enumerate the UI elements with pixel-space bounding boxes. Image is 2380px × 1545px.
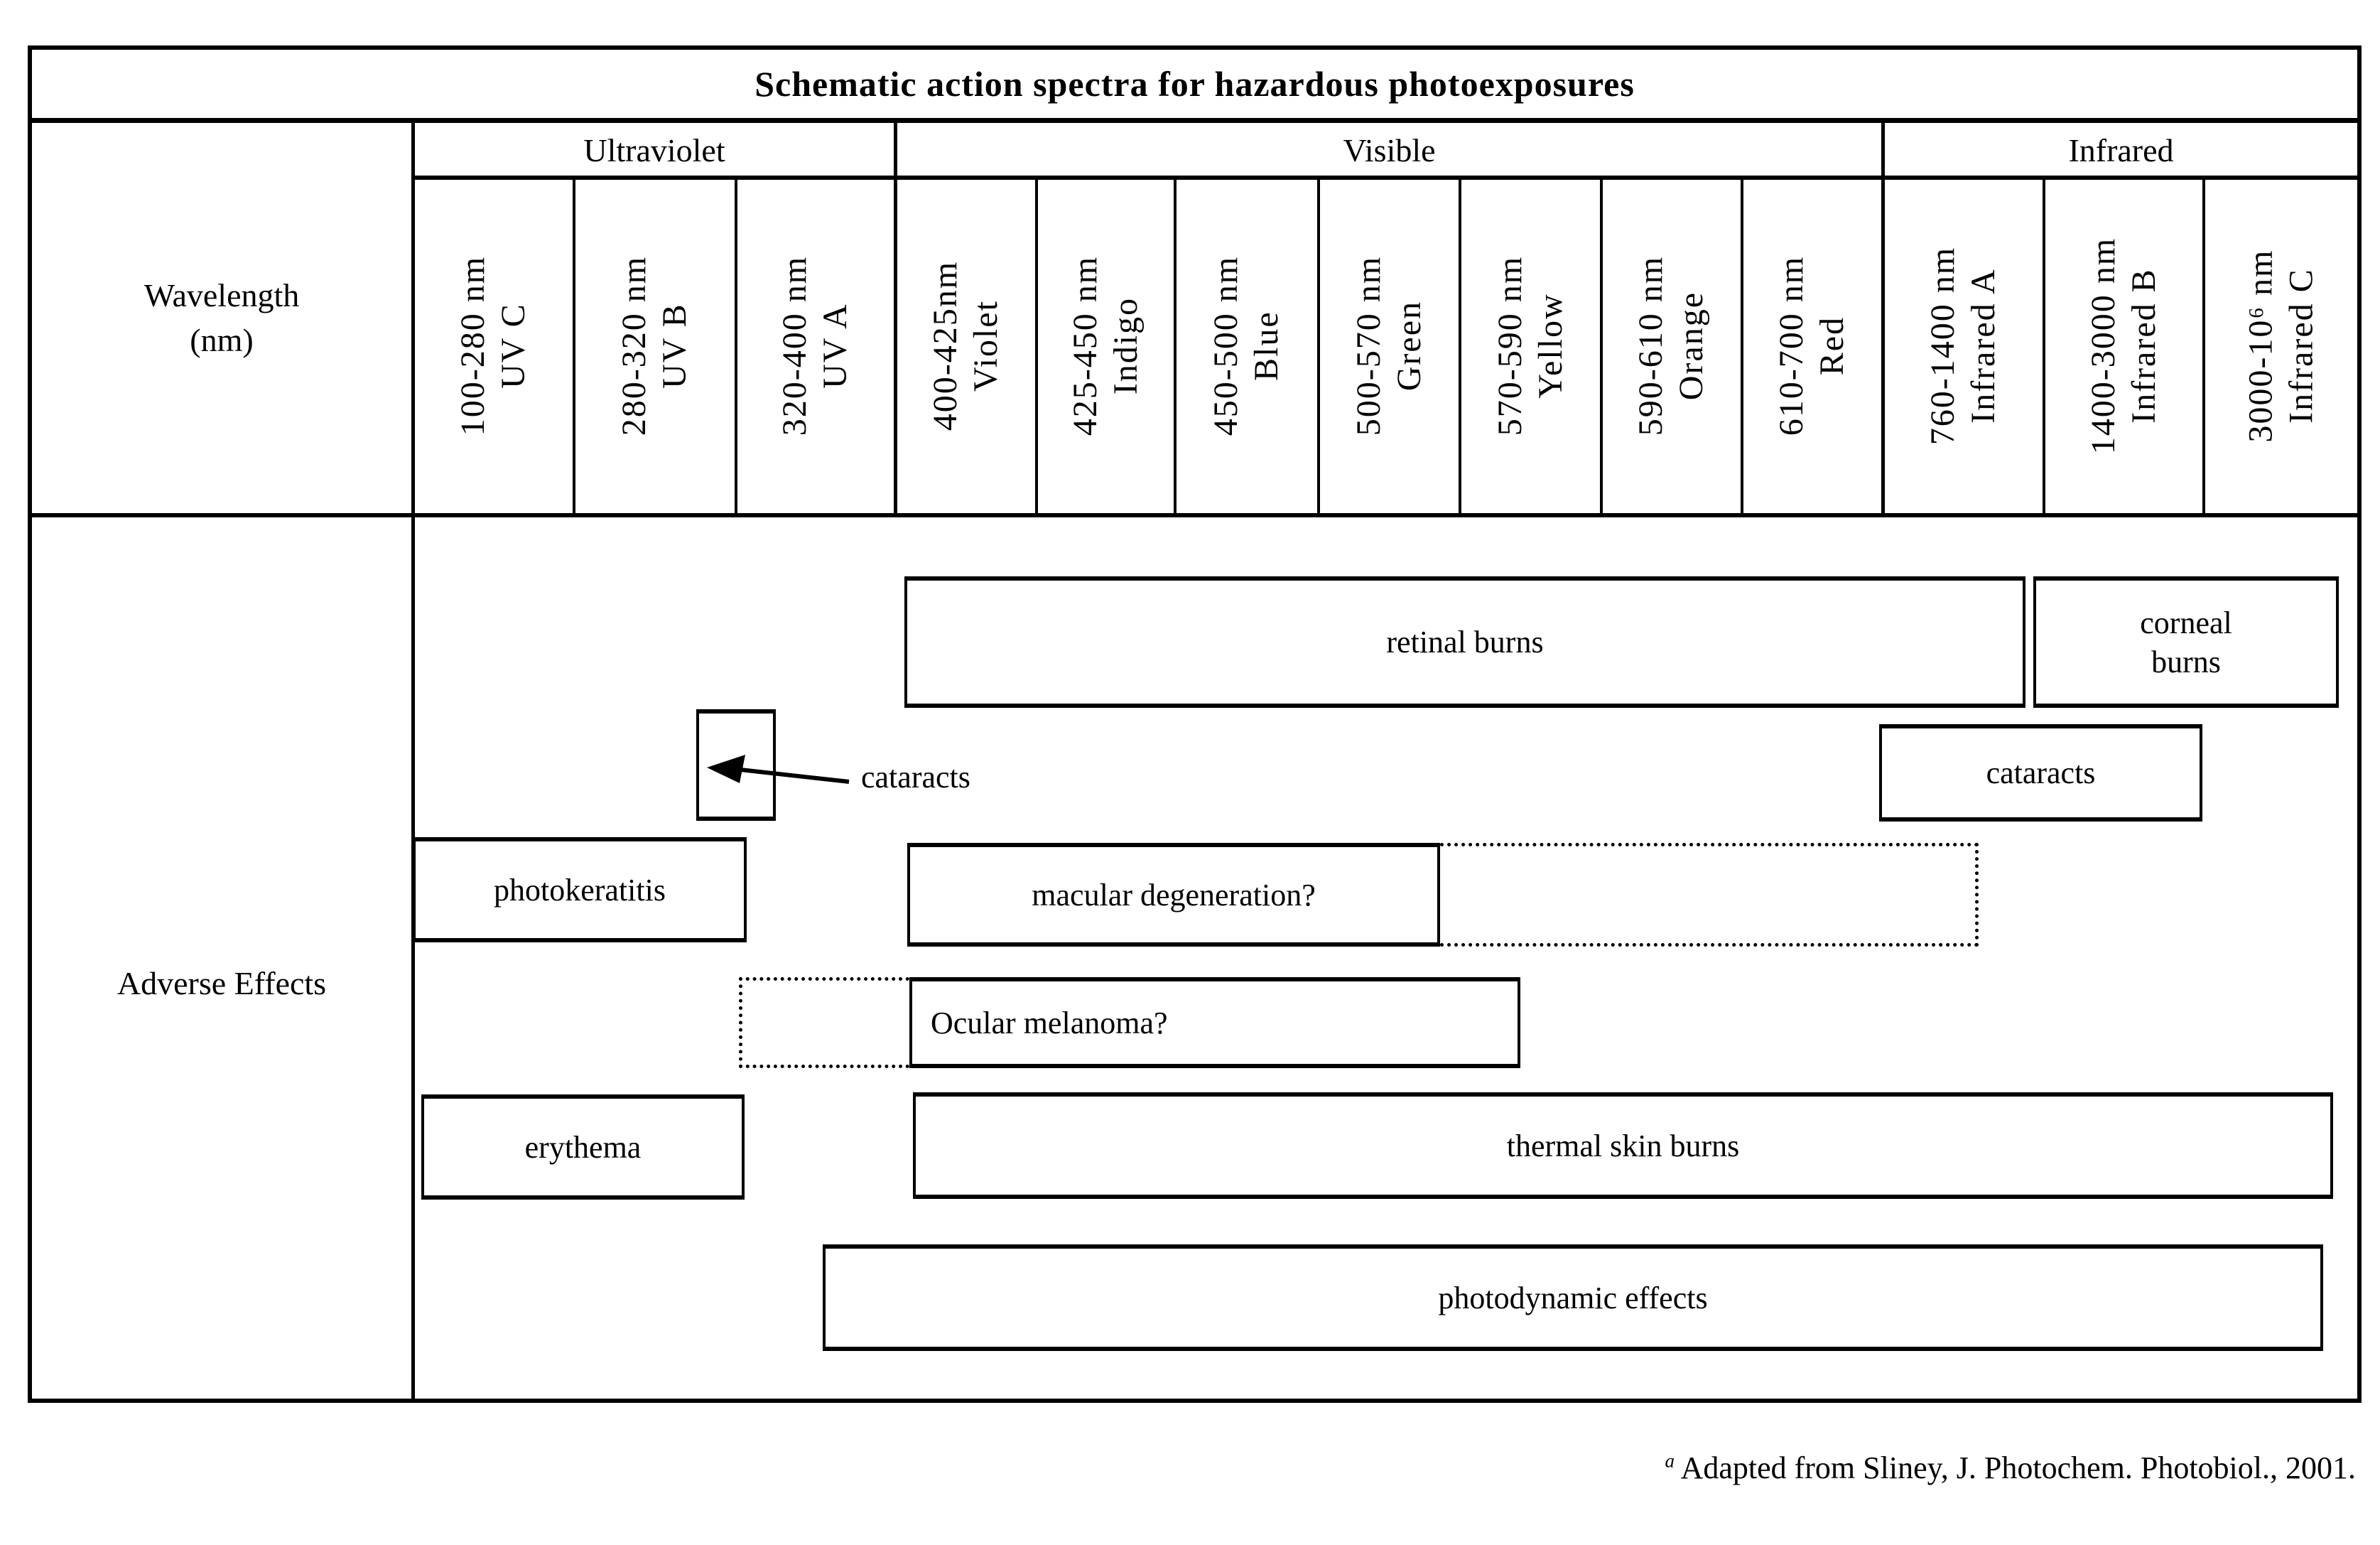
wavelength-label-line1: Wavelength — [144, 277, 300, 314]
column-divider — [1174, 176, 1177, 517]
table-border-left — [28, 45, 32, 1403]
category-row-divider — [411, 176, 2362, 180]
effect-box-photodynamic-effects: photodynamic effects — [823, 1244, 2323, 1351]
band-range: 400-425nm — [926, 261, 965, 431]
column-divider — [1459, 176, 1461, 517]
effect-box-photokeratitis: photokeratitis — [413, 837, 747, 942]
header-column-divider — [411, 118, 415, 1399]
visible-infrared-divider — [1881, 118, 1885, 517]
table-border-top — [28, 45, 2362, 50]
band-name: Indigo — [1106, 297, 1145, 395]
band-name: Infrared B — [2124, 268, 2163, 424]
band-name: Red — [1813, 316, 1851, 376]
effect-box-corneal-burns: corneal burns — [2033, 576, 2339, 708]
column-divider — [2202, 176, 2205, 517]
column-divider — [1035, 176, 1038, 517]
band-range: 570-590 nm — [1491, 256, 1529, 436]
cataracts-arrow-icon — [707, 755, 850, 784]
band-name: Yellow — [1531, 293, 1569, 399]
title-row-divider — [28, 118, 2362, 123]
band-range: 280-320 nm — [615, 256, 654, 436]
effect-box-erythema: erythema — [421, 1094, 745, 1200]
band-range: 450-500 nm — [1207, 256, 1245, 436]
section-header-ultraviolet: Ultraviolet — [583, 131, 725, 168]
band-range: 590-610 nm — [1632, 256, 1670, 436]
section-header-visible: Visible — [1343, 131, 1436, 168]
band-name: UV C — [494, 303, 533, 389]
band-range: 425-450 nm — [1066, 256, 1104, 436]
band-range: 760-1400 nm — [1924, 247, 1962, 446]
band-name: Infrared A — [1964, 268, 2003, 424]
band-range: 500-570 nm — [1349, 256, 1388, 436]
band-name: UV B — [656, 303, 694, 389]
column-divider — [1741, 176, 1743, 517]
effect-box-ocular-melanoma: Ocular melanoma? — [909, 977, 1520, 1068]
column-divider — [2043, 176, 2045, 517]
column-divider — [1600, 176, 1603, 517]
band-name: Green — [1390, 301, 1428, 392]
citation-footnote: a Adapted from Sliney, J. Photochem. Pho… — [1665, 1450, 2357, 1486]
column-divider — [573, 176, 575, 517]
row-header-wavelength: Wavelength (nm) — [32, 123, 411, 513]
band-range: 320-400 nm — [776, 256, 814, 436]
band-name: Infrared C — [2282, 268, 2320, 424]
band-range: 610-700 nm — [1773, 256, 1811, 436]
table-border-bottom — [28, 1399, 2362, 1403]
footnote-text: Adapted from Sliney, J. Photochem. Photo… — [1675, 1450, 2356, 1485]
figure-title: Schematic action spectra for hazardous p… — [754, 64, 1635, 104]
effect-box-retinal-burns: retinal burns — [904, 576, 2025, 708]
band-name: Blue — [1248, 311, 1286, 382]
band-range: 100-280 nm — [454, 256, 492, 436]
uv-visible-divider — [894, 118, 897, 517]
row-header-adverse-effects: Adverse Effects — [117, 964, 327, 1001]
effect-box-macular-degeneration-dotted-extension — [1440, 843, 1979, 947]
band-row-divider — [28, 513, 2362, 517]
table-border-right — [2357, 45, 2362, 1403]
band-name: UV A — [816, 303, 855, 389]
cataracts-arrow-label: cataracts — [861, 760, 970, 795]
band-name: Orange — [1672, 291, 1711, 401]
column-divider — [1317, 176, 1320, 517]
wavelength-label-line2: (nm) — [190, 321, 254, 358]
band-range: 3000-10⁶ nm — [2241, 249, 2280, 443]
column-divider — [735, 176, 737, 517]
band-name: Violet — [967, 300, 1005, 392]
section-header-infrared: Infrared — [2068, 131, 2174, 168]
effect-box-cataracts-infrared: cataracts — [1879, 724, 2202, 822]
footnote-superscript: a — [1665, 1450, 1675, 1472]
band-range: 1400-3000 nm — [2084, 237, 2122, 455]
effect-box-macular-degeneration: macular degeneration? — [907, 843, 1440, 947]
effect-box-ocular-melanoma-dotted-extension — [739, 977, 909, 1068]
effect-box-thermal-skin-burns: thermal skin burns — [913, 1092, 2333, 1199]
